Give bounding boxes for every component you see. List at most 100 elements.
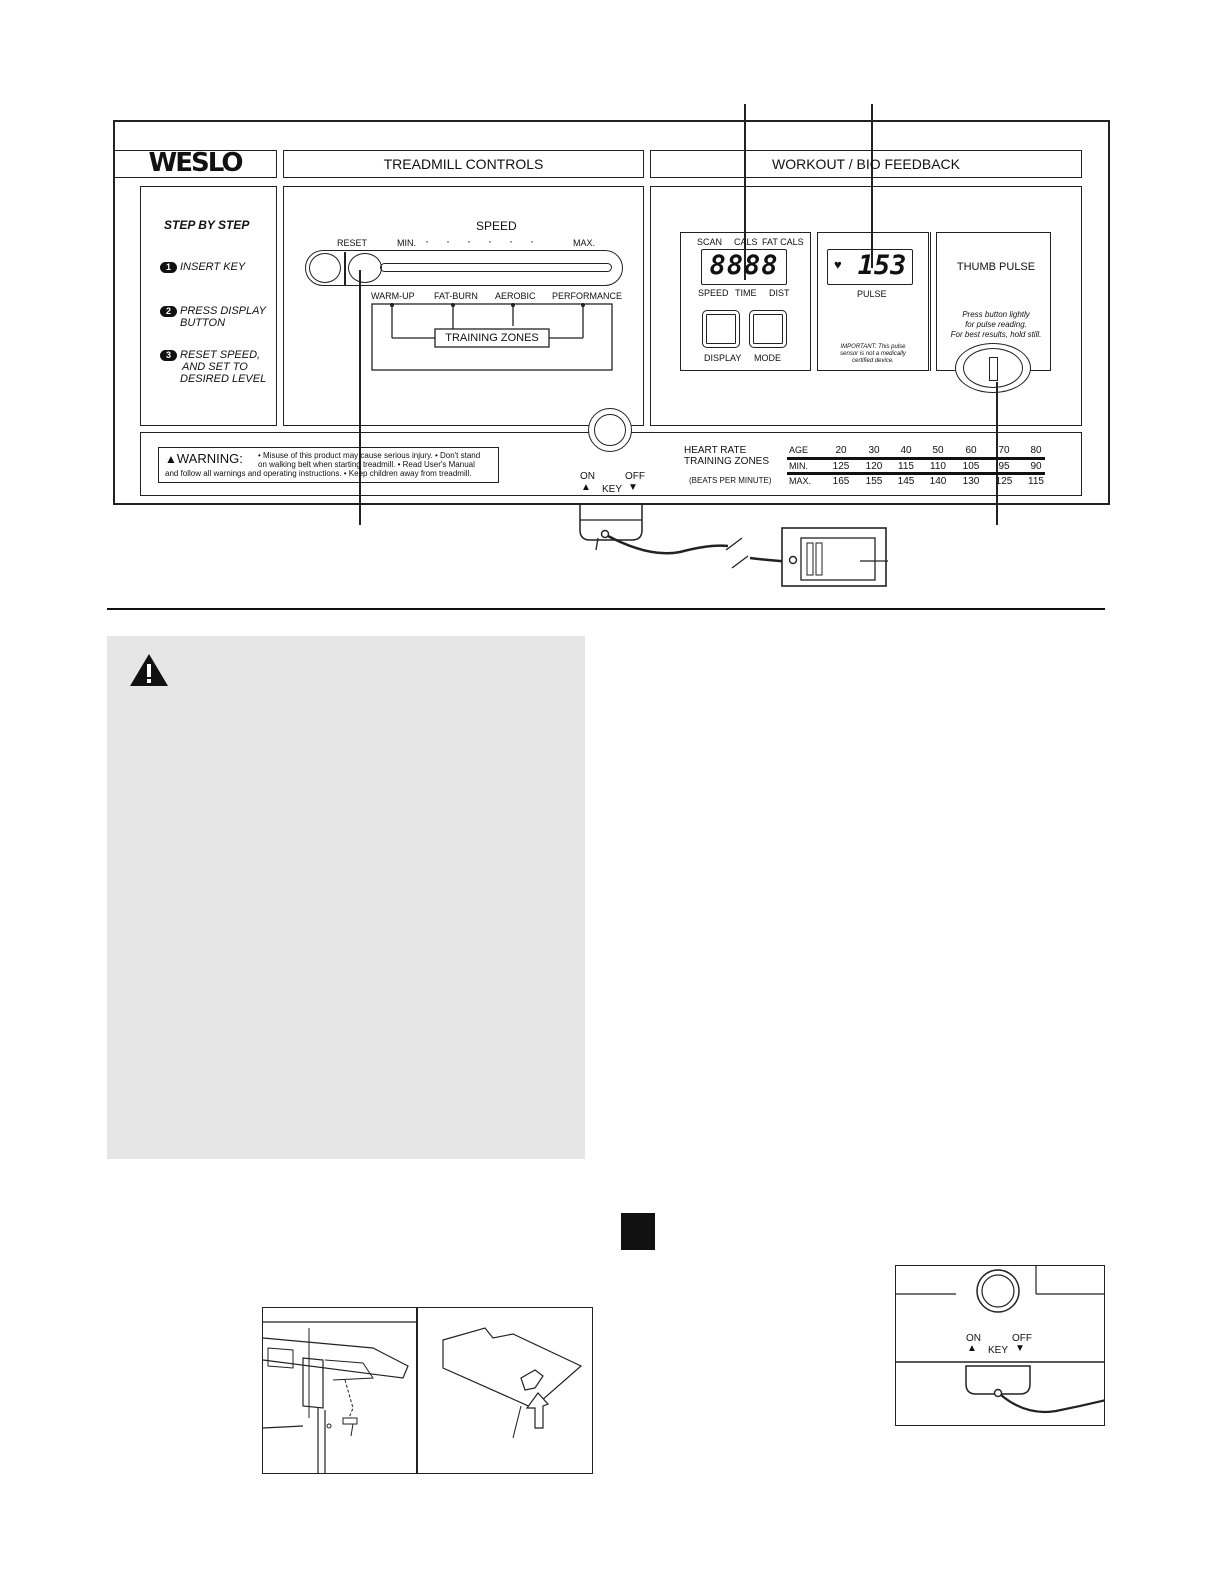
callout-line-thumb (996, 382, 998, 525)
display-button[interactable] (702, 310, 740, 348)
key-insert-on-label: ON (966, 1333, 981, 1344)
hr-max-50: 140 (929, 476, 947, 487)
hr-title-2: TRAINING ZONES (684, 456, 770, 467)
display-subpanel (680, 232, 811, 371)
hr-age-80: 80 (1030, 445, 1042, 456)
hr-age-60: 60 (965, 445, 977, 456)
hr-age-70: 70 (998, 445, 1010, 456)
pulse-readout-frame (827, 249, 913, 285)
reset-label: RESET (337, 238, 368, 248)
key-insert-illustration (895, 1265, 1105, 1426)
hr-min-20: 125 (832, 461, 850, 472)
key-off-label: OFF (625, 471, 645, 482)
key-insert-on-arrow-icon: ▲ (967, 1343, 977, 1354)
step-3-text-2: AND SET TO (182, 361, 248, 373)
warning-line-2: on walking belt when starting treadmill.… (258, 460, 475, 469)
hr-min-label: MIN. (789, 461, 808, 471)
step-3-badge: 3 (160, 349, 177, 361)
zone-aerobic: AEROBIC (495, 291, 536, 301)
installation-drawing (263, 1308, 583, 1473)
thumb-pulse-line-1: Press button lightly (962, 310, 1030, 319)
dist-display-label: DIST (769, 288, 790, 298)
hr-age-50: 50 (932, 445, 944, 456)
step-1-badge: 1 (160, 261, 177, 273)
speed-min-label: MIN. (397, 238, 416, 248)
hr-min-50: 110 (930, 461, 946, 472)
workout-feedback-title: WORKOUT / BIO FEEDBACK (772, 156, 960, 172)
key-socket-inner (594, 414, 626, 446)
time-display-label: TIME (735, 288, 757, 298)
brand-header (113, 150, 277, 178)
key-insert-off-arrow-icon: ▼ (1015, 1343, 1025, 1354)
thumb-pulse-line-3: For best results, hold still. (950, 330, 1042, 339)
hr-rule-1 (787, 457, 1045, 460)
display-button-label: DISPLAY (704, 353, 742, 363)
hr-max-70: 125 (995, 476, 1013, 487)
zone-performance: PERFORMANCE (552, 291, 623, 301)
hr-min-30: 120 (865, 461, 883, 472)
speed-title: SPEED (476, 219, 517, 233)
warning-label-text: WARNING: (176, 451, 243, 466)
training-zones-brackets (371, 303, 613, 371)
step-title: STEP BY STEP (164, 218, 250, 232)
zone-warm-up: WARM-UP (371, 291, 415, 301)
cals-label: CALS (734, 237, 758, 247)
scan-label: SCAN (697, 237, 723, 247)
key-on-arrow-icon: ▲ (581, 482, 591, 493)
key-label: KEY (602, 484, 623, 495)
key-on-label: ON (580, 471, 595, 482)
step-number-marker (621, 1213, 655, 1250)
thumb-pulse-sensor[interactable] (963, 348, 1023, 388)
warning-label: ▲WARNING: (165, 451, 243, 466)
thumb-pulse-contact (989, 357, 998, 381)
workout-panel (650, 186, 1082, 426)
hr-min-80: 90 (1030, 461, 1042, 472)
thumb-pulse-divider-2 (936, 232, 938, 371)
key-and-clip-drawing (579, 505, 888, 587)
speed-knob[interactable] (348, 253, 382, 283)
mode-button[interactable] (749, 310, 787, 348)
hr-min-70: 95 (998, 461, 1010, 472)
warning-triangle-icon: ▲ (165, 452, 177, 466)
hr-age-label: AGE (789, 445, 809, 455)
key-insert-off-label: OFF (1012, 1333, 1032, 1344)
main-readout-frame (701, 249, 787, 285)
pulse-subpanel (817, 232, 929, 371)
hr-min-40: 115 (898, 461, 914, 472)
speed-max-label: MAX. (573, 238, 596, 248)
key-insert-key-label: KEY (988, 1345, 1009, 1356)
thumb-pulse-line-2: for pulse reading. (965, 320, 1027, 329)
key-insert-drawing (896, 1266, 1104, 1413)
step-2-badge: 2 (160, 305, 177, 317)
speed-slider-track[interactable] (305, 250, 623, 286)
pulse-important-3: certified device. (852, 358, 894, 364)
hr-age-40: 40 (900, 445, 912, 456)
mode-button-label: MODE (754, 353, 781, 363)
caution-panel (107, 636, 585, 1159)
pulse-important-2: sensor is not a medically (840, 351, 906, 357)
warning-line-3: and follow all warnings and operating in… (165, 469, 472, 478)
zone-fat-burn: FAT-BURN (434, 291, 478, 301)
workout-header (650, 150, 1082, 178)
section-divider (107, 608, 1105, 610)
step-2-text-1: PRESS DISPLAY (180, 305, 266, 317)
console-outline (113, 120, 1110, 505)
heart-icon: ♥ (834, 257, 842, 272)
brand-logo: WESLO (148, 148, 244, 178)
hr-age-20: 20 (835, 445, 847, 456)
hr-max-20: 165 (832, 476, 850, 487)
speed-knob-divider (344, 252, 346, 285)
hr-min-60: 105 (962, 461, 980, 472)
reset-button[interactable] (309, 253, 341, 283)
hr-title-1: HEART RATE (684, 445, 747, 456)
warning-box (158, 447, 499, 483)
treadmill-controls-title: TREADMILL CONTROLS (383, 156, 544, 172)
hr-max-80: 115 (1028, 476, 1044, 487)
step-panel (140, 186, 277, 426)
hr-max-30: 155 (865, 476, 883, 487)
hr-rule-2 (787, 472, 1045, 475)
fat-cals-label: FAT CALS (762, 237, 804, 247)
hr-age-30: 30 (868, 445, 880, 456)
step-3-text-1: RESET SPEED, (180, 349, 261, 361)
